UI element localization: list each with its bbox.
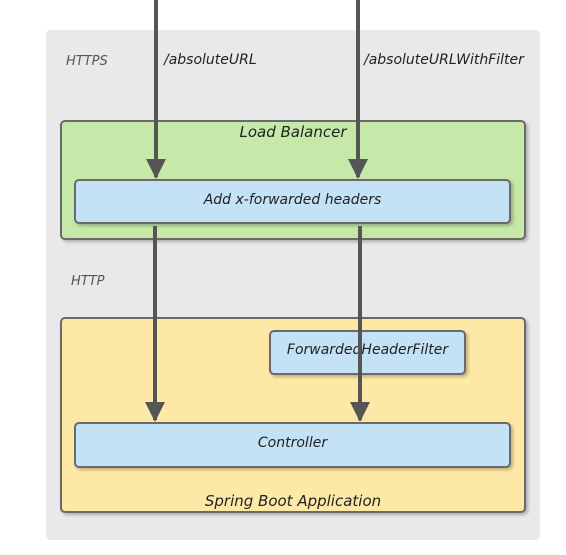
absolute-url-with-filter-label: /absoluteURLWithFilter bbox=[364, 52, 524, 68]
controller-box bbox=[74, 422, 511, 468]
add-forwarded-headers-box bbox=[74, 179, 511, 224]
https-label: HTTPS bbox=[66, 54, 108, 69]
spring-boot-app-title: Spring Boot Application bbox=[204, 492, 382, 510]
http-label: HTTP bbox=[71, 274, 105, 289]
forwarded-header-filter-label: ForwardedHeaderFilter bbox=[286, 342, 449, 358]
add-forwarded-headers-label: Add x-forwarded headers bbox=[203, 192, 382, 208]
load-balancer-title: Load Balancer bbox=[239, 123, 347, 141]
controller-label: Controller bbox=[257, 435, 328, 451]
forwarded-header-filter-box bbox=[269, 330, 466, 375]
absolute-url-label: /absoluteURL bbox=[164, 52, 257, 68]
